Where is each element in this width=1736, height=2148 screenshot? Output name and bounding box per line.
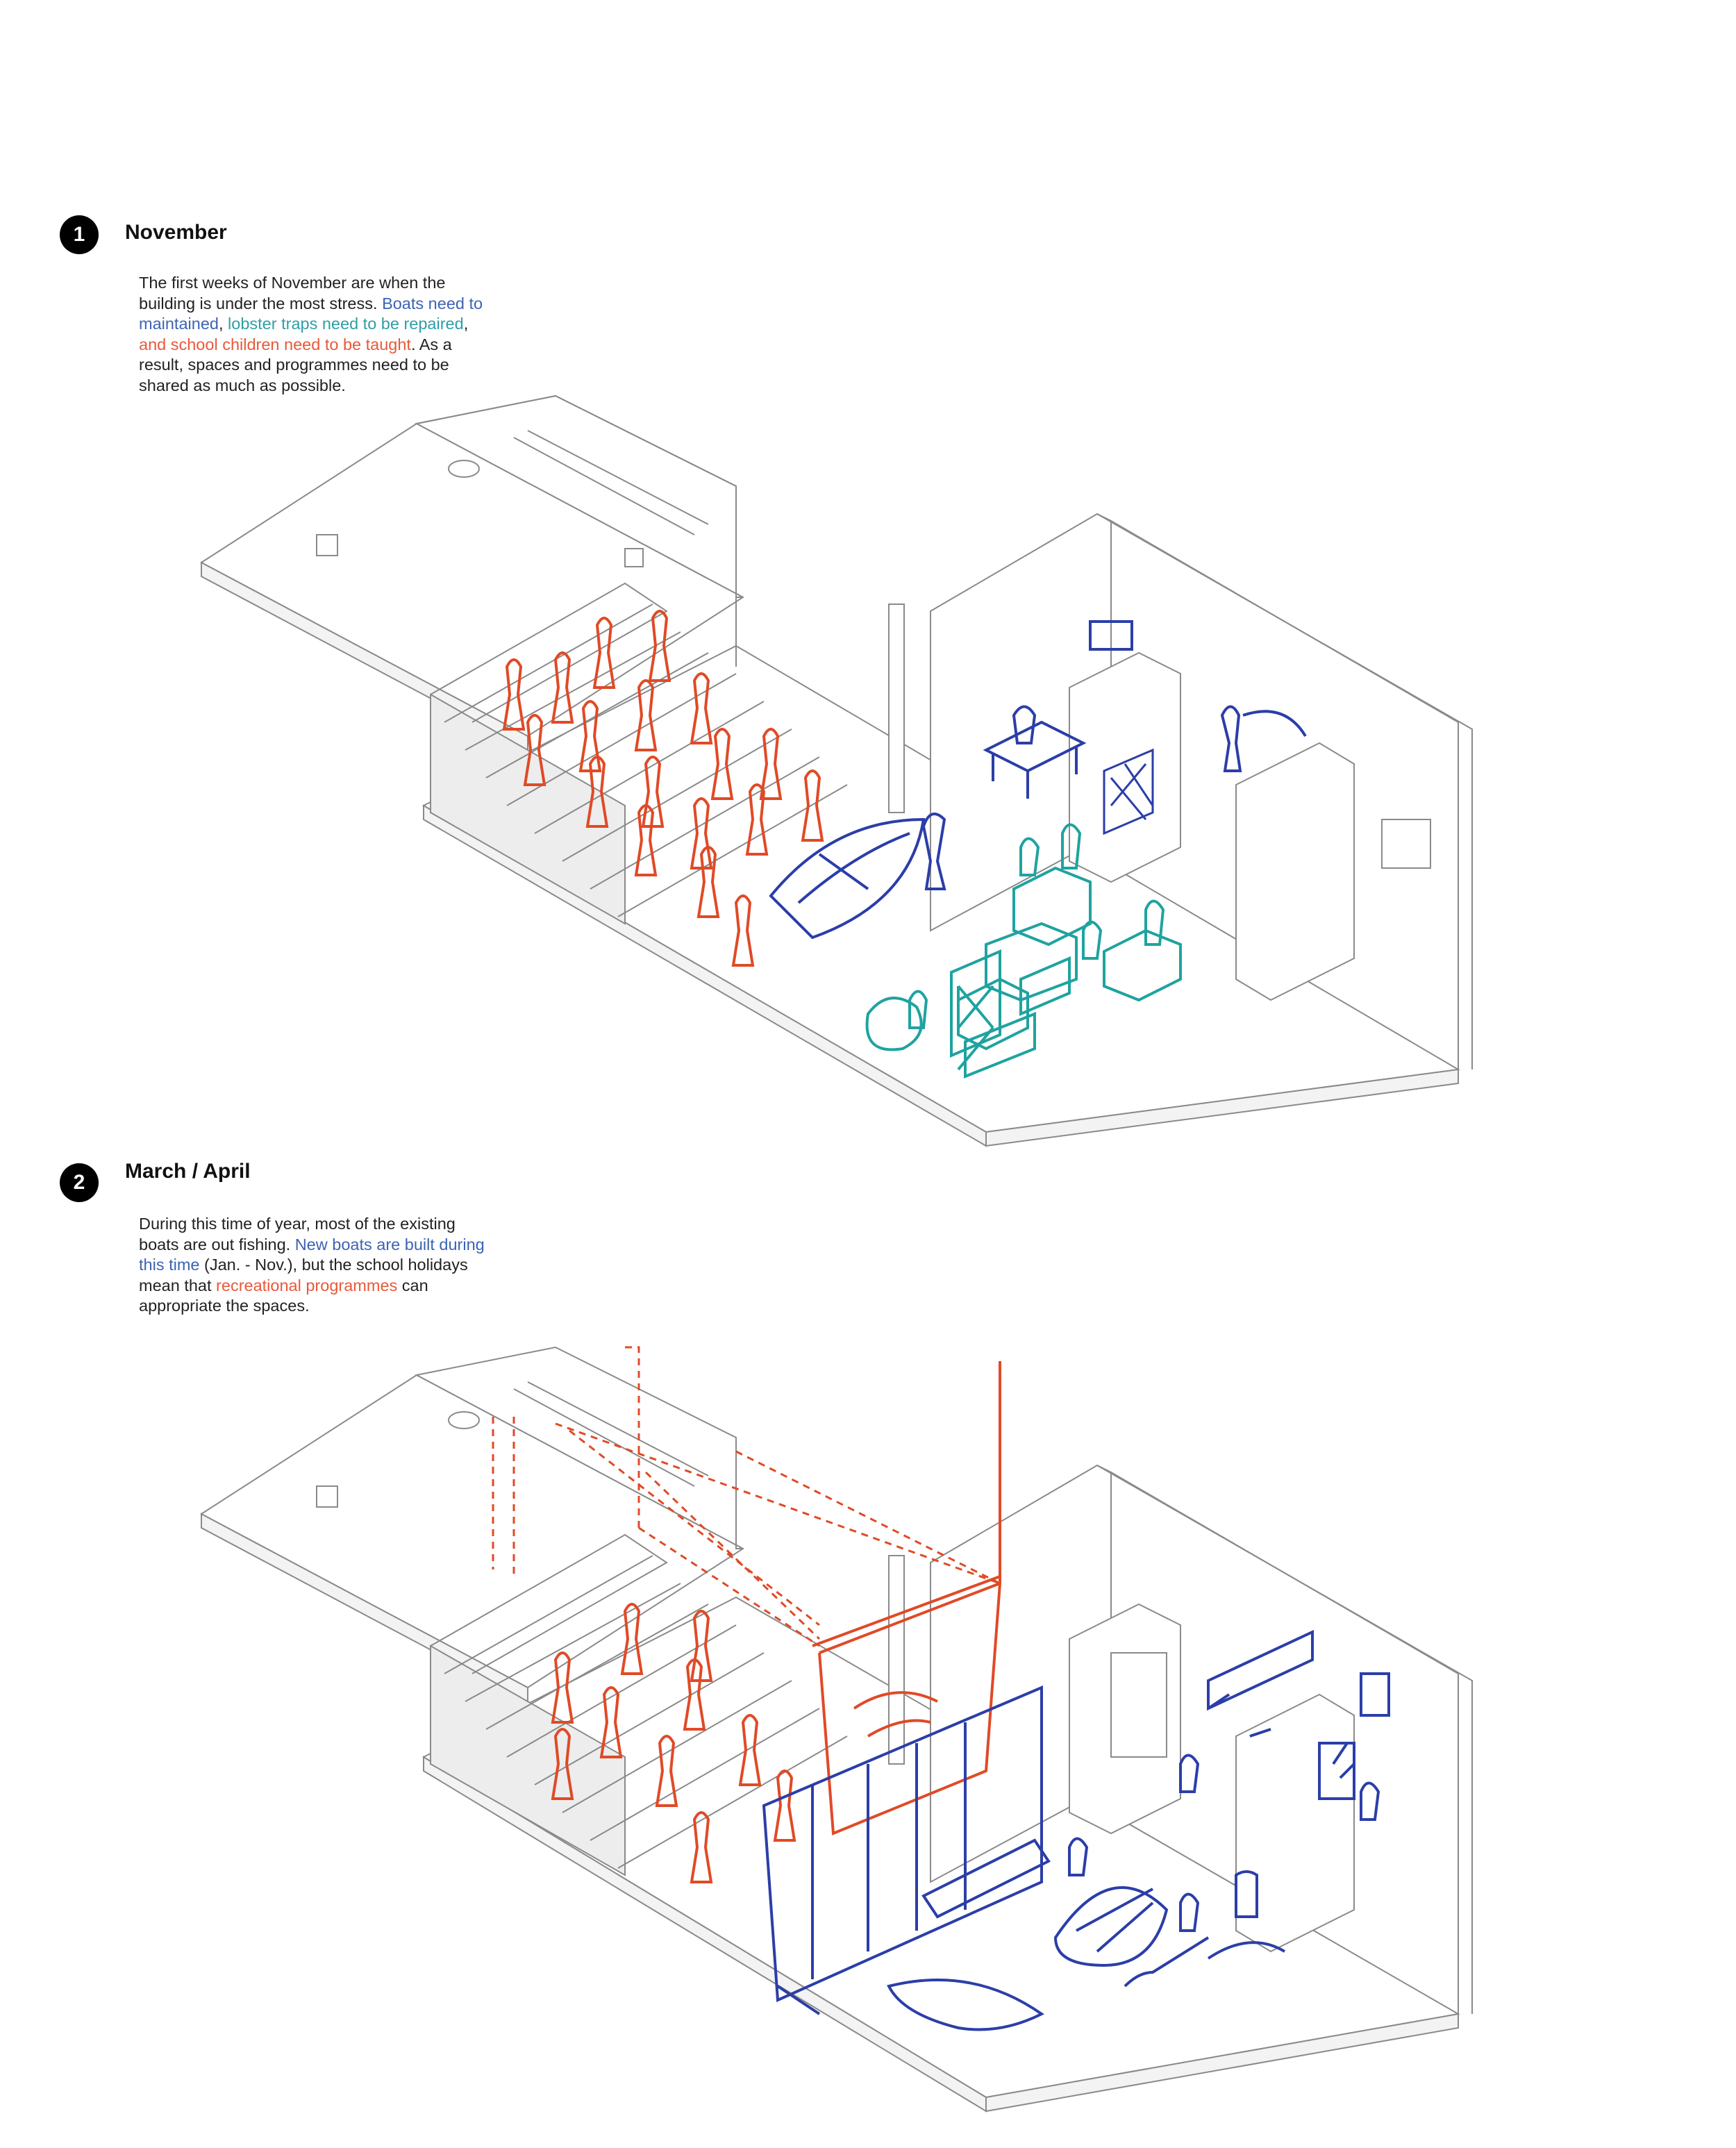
axonometric-drawing-march-april [200, 1346, 1473, 2113]
pillar-1 [888, 1555, 905, 1765]
corner-box [1381, 819, 1431, 869]
lobster-traps-sketch [865, 823, 1182, 1079]
section-1-number: 1 [73, 223, 85, 246]
section-1-badge: 1 [60, 215, 99, 254]
desc-1-part-1: Boats need to maintained [139, 294, 483, 333]
axonometric-drawing-november [200, 394, 1473, 1147]
stand-person-sketch [1220, 705, 1307, 772]
section-2-title: March / April [125, 1160, 251, 1183]
roof-vent [316, 1485, 338, 1508]
section-2-number: 2 [73, 1171, 85, 1194]
desc-1-part-6: . As a result, spaces and programmes nee… [139, 335, 452, 394]
main-floor-edge-right [985, 1068, 1459, 1147]
pillar-1 [888, 603, 905, 813]
workshop-table-sketch [983, 620, 1133, 799]
desc-1-part-2: , [218, 315, 228, 333]
desc-1-part-5: and school children need to be taught [139, 335, 411, 353]
desc-2-part-4: can appropriate the spaces. [139, 1276, 428, 1315]
desc-1-part-4: , [463, 315, 469, 333]
roof-vent-2 [624, 548, 644, 567]
children-figures [502, 610, 824, 967]
roof-cylinder [448, 1411, 480, 1429]
roof-vent [316, 534, 338, 556]
counter-left [1069, 651, 1181, 883]
roof-cylinder [448, 460, 480, 478]
counter-right [1235, 742, 1355, 1001]
stair-side [430, 693, 626, 925]
net-sketch [1103, 748, 1154, 835]
desc-2-part-0: During this time of year, most of the ex… [139, 1215, 456, 1254]
stair-treads [430, 1533, 848, 1869]
back-wall-upper [415, 1346, 744, 1549]
main-floor-edge-right [985, 2013, 1459, 2113]
counter-right [1235, 1693, 1355, 1953]
desc-2-part-1: New boats are built during this time [139, 1235, 485, 1274]
desc-2-part-2: (Jan. - Nov.), but the school holidays m… [139, 1256, 468, 1294]
stair-side [430, 1645, 626, 1876]
section-1-title: November [125, 221, 227, 244]
desc-1-part-0: The first weeks of November are when the… [139, 274, 446, 313]
desc-1-part-3: lobster traps need to be repaired [228, 315, 464, 333]
section-1-description: The first weeks of November are when the… [139, 273, 486, 396]
counter-left [1069, 1603, 1181, 1835]
projection-screen-sketch [812, 1361, 1001, 1835]
boat-building-sketch [762, 1629, 1390, 2031]
children-figures [551, 1603, 796, 1883]
desc-2-part-3: recreational programmes [216, 1276, 398, 1294]
rigging-dashed-lines [492, 1346, 1001, 1647]
section-2-description: During this time of year, most of the ex… [139, 1214, 486, 1317]
counter-window [1110, 1652, 1167, 1758]
section-2-badge: 2 [60, 1163, 99, 1202]
boat-sketch [769, 813, 946, 940]
